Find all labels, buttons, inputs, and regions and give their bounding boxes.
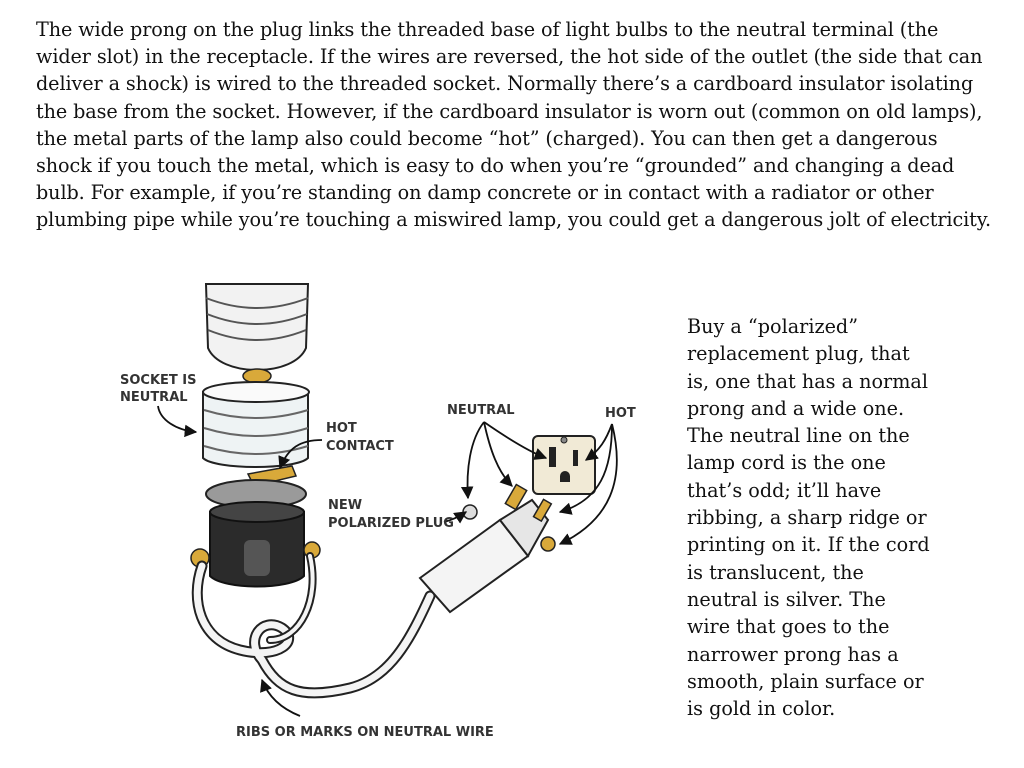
label-new-plug-line2: POLARIZED PLUG	[328, 516, 454, 531]
side-line: Buy a “polarized”	[687, 315, 859, 338]
side-line: prong and a wide one.	[687, 396, 905, 420]
socket-body-icon	[190, 501, 321, 588]
side-line: ribbing, a sharp ridge or	[687, 506, 927, 530]
bulb-base-icon	[204, 283, 310, 384]
socket-shell-icon	[202, 381, 310, 468]
side-line: is translucent, the	[687, 560, 864, 584]
side-line: printing on it. If the cord	[687, 533, 930, 557]
side-line: replacement plug, that	[687, 342, 910, 366]
pointer-arrows	[157, 405, 618, 717]
lamp-cord-icon	[191, 552, 436, 699]
side-line: is, one that has a normal	[687, 369, 928, 393]
side-line: neutral is silver. The	[687, 587, 886, 611]
side-line: The neutral line on the	[687, 424, 910, 448]
side-line: smooth, plain surface or	[687, 669, 924, 693]
label-hot-contact-line2: CONTACT	[326, 439, 394, 454]
intro-paragraph: The wide prong on the plug links the thr…	[36, 18, 991, 232]
side-line: is gold in color.	[687, 697, 836, 721]
receptacle-icon	[532, 435, 596, 495]
side-line: lamp cord is the one	[687, 451, 886, 475]
label-new-plug-line1: NEW	[328, 498, 362, 513]
label-neutral: NEUTRAL	[447, 403, 515, 418]
label-hot: HOT	[605, 406, 636, 421]
label-socket-line1: SOCKET IS	[120, 373, 197, 388]
side-paragraph: Buy a “polarized” replacement plug, that…	[687, 313, 977, 722]
label-hot-contact-line1: HOT	[326, 421, 357, 436]
label-ribs: RIBS OR MARKS ON NEUTRAL WIRE	[236, 725, 494, 740]
side-line: that’s odd; it’ll have	[687, 478, 882, 502]
side-line: narrower prong has a	[687, 642, 899, 666]
side-line: wire that goes to the	[687, 615, 890, 639]
label-socket-line2: NEUTRAL	[120, 390, 188, 405]
polarized-plug-icon	[418, 483, 556, 614]
